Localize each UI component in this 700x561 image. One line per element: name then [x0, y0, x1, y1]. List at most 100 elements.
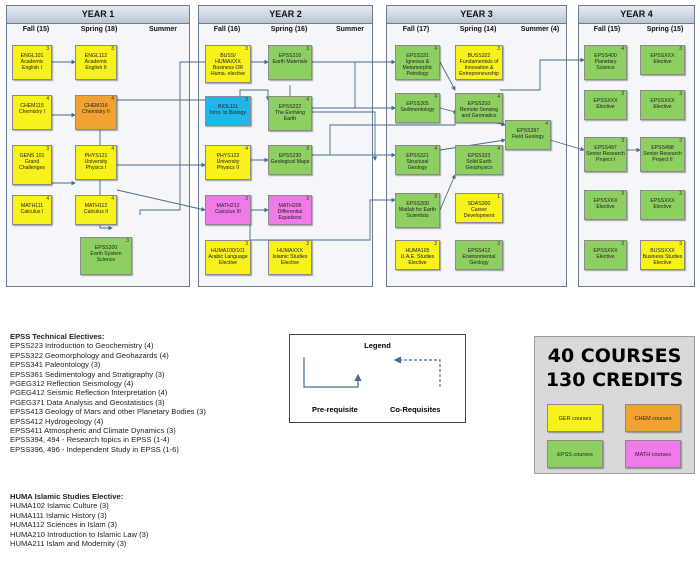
course-title: Igneous & Metamorphic Petrology [402, 58, 433, 77]
course-card-epss397[interactable]: 4 EPSS397 Field Geology [505, 120, 551, 150]
course-code: EPSS210 [278, 53, 302, 59]
course-card-epss210[interactable]: 3 EPSS210 Earth Materials [268, 45, 312, 80]
elective-item: EPSS413 Geology of Mars and other Planet… [10, 407, 206, 417]
course-title: Senior Research Project II [643, 150, 682, 163]
course-card-epss412[interactable]: 3 EPSS412 Environmental Geology [455, 240, 503, 270]
credit-count: 3 [621, 138, 624, 144]
course-title: Sedimentology [400, 106, 435, 113]
semester-label: Fall (15) [22, 26, 50, 33]
course-title: Differential Equations [277, 208, 303, 221]
course-card-elective[interactable]: 3 EPSSXXX Elective [584, 90, 627, 120]
course-title: Field Geology [511, 133, 544, 140]
link-math112-math212 [116, 189, 206, 212]
credit-count: 3 [46, 146, 49, 152]
course-card-epss200[interactable]: 3 EPSS200 Earth System Science [80, 237, 132, 275]
course-card-epss222[interactable]: 4 EPSS222 The Evolving Earth [268, 96, 312, 131]
course-card-phys122[interactable]: 4 PHYS122 University Physics II [205, 145, 251, 180]
course-card-epss230[interactable]: 3 EPSS230 Geological Maps [268, 145, 312, 175]
course-card-epss498[interactable]: 3 EPSS498 Senior Research Project II [640, 137, 685, 172]
elective-item: HUMA111 Islamic History (3) [10, 510, 107, 520]
course-card-math206[interactable]: 3 MATH206 Differential Equations [268, 195, 312, 225]
course-code: EPSS400 [594, 53, 617, 59]
credit-count: 4 [46, 196, 49, 202]
course-card-epss305[interactable]: 4 EPSS305 Sedimentology [395, 93, 440, 123]
link-epss310-epss400 [500, 57, 585, 91]
course-code: MATH112 [84, 203, 108, 209]
course-title: University Physics II [216, 158, 240, 171]
course-code: BUSSXXX [650, 248, 675, 254]
course-card-elective[interactable]: 3 EPSSXXX Elective [584, 240, 627, 270]
course-card-chem115[interactable]: 4 CHEM115 Chemistry I [12, 95, 52, 130]
link-epss331-epss310 [439, 61, 456, 91]
course-card-elective[interactable]: 3 EPSSXXX Elective [640, 45, 685, 75]
course-title: Elective [653, 58, 672, 65]
course-code: MATH111 [20, 203, 44, 209]
semester-label: Summer [148, 26, 177, 33]
course-card-buss322[interactable]: 3 BUSS322 Fundamentals of Innovation & E… [455, 45, 503, 80]
course-card-engl101[interactable]: 3 ENGL101 Academic English I [12, 45, 52, 80]
course-card-chem116[interactable]: 4 CHEM116 Chemistry II [75, 95, 117, 130]
elective-item: HUMA102 Islamic Culture (3) [10, 501, 109, 511]
credit-count: 3 [434, 194, 437, 200]
course-card-epss321[interactable]: 4 EPSS321 Structural Geology [395, 145, 440, 175]
link-epss397-epss497 [549, 139, 585, 152]
course-card-huma100[interactable]: 3 HUMA100/101 Arabic Language Elective [205, 240, 251, 275]
credit-count: 4 [111, 146, 114, 152]
credit-count: 3 [621, 91, 624, 97]
link-epss210-epss305 [354, 62, 396, 111]
course-card-elective[interactable]: 3 EPSSXXX Elective [640, 90, 685, 120]
credit-count: 1 [497, 194, 500, 200]
legend-prerequisite-label: Pre-requisite [312, 405, 358, 414]
course-card-epss300[interactable]: 3 EPSS300 Matlab for Earth Scientists [395, 193, 440, 228]
course-title: Senior Research Project I [586, 150, 625, 163]
year-1-header: YEAR 1 [7, 6, 189, 24]
semester-label: Fall (15) [593, 26, 621, 33]
key-ger-courses: GER courses [547, 404, 603, 432]
course-card-math212[interactable]: 3 MATH212 Calculus III [205, 195, 251, 225]
course-card-sdas300[interactable]: 1 SDAS300 Career Development [455, 193, 503, 223]
course-card-bussxxx[interactable]: 3 BUSSXXX Business Studies Elective [640, 240, 685, 270]
credit-count: 4 [111, 96, 114, 102]
course-code: EPSSXXX [593, 98, 618, 104]
credit-count: 3 [245, 97, 248, 103]
course-card-phys121[interactable]: 4 PHYS121 University Physics I [75, 145, 117, 180]
course-card-math112[interactable]: 4 MATH112 Calculus II [75, 195, 117, 225]
course-card-gens101[interactable]: 3 GENS 101 Grand Challenges [12, 145, 52, 185]
course-card-engl112[interactable]: 3 ENGL112 Academic English II [75, 45, 117, 80]
link-math212-epss300 [249, 197, 396, 241]
course-code: EPSS230 [278, 153, 302, 159]
course-card-buss-huma[interactable]: 3 BUSS/ HUMAXXX Business OR Huma. electi… [205, 45, 251, 83]
total-credits: 130 CREDITS [545, 369, 684, 391]
course-code: ENGL101 [20, 53, 44, 59]
year-2-header: YEAR 2 [199, 6, 372, 24]
course-card-elective[interactable]: 3 EPSSXXX Elective [584, 190, 627, 220]
credit-count: 3 [111, 46, 114, 52]
semester-label: Summer [335, 26, 364, 33]
course-card-epss400[interactable]: 4 EPSS400 Planetary Science [584, 45, 627, 80]
course-card-biol111[interactable]: 3 BIOL111 Intro. to Biology [205, 96, 251, 126]
course-card-epss497[interactable]: 3 EPSS497 Senior Research Project I [584, 137, 627, 172]
course-code: EPSS305 [406, 101, 429, 107]
course-title: Elective [596, 253, 615, 260]
credit-count: 3 [497, 46, 500, 52]
course-card-epss310[interactable]: 4 EPSS310 Remote Sensing and Geomatics [455, 93, 503, 123]
credit-count: 4 [434, 94, 437, 100]
credit-count: 4 [545, 121, 548, 127]
course-card-math111[interactable]: 4 MATH111 Calculus I [12, 195, 52, 225]
course-card-humaxxx[interactable]: 3 HUMAXXX Islamic Studies Elective [268, 240, 312, 275]
credit-count: 3 [306, 46, 309, 52]
course-code: EPSS222 [278, 104, 302, 110]
elective-item: EPSS322 Geomorphology and Geohazards (4) [10, 350, 169, 360]
course-card-huma105[interactable]: 3 HUMA105 U.A.E. Studies Elective [395, 240, 440, 270]
course-card-epss331[interactable]: 4 EPSS331 Igneous & Metamorphic Petrolog… [395, 45, 440, 80]
elective-item: EPSS223 Introduction to Geochemistry (4) [10, 341, 154, 351]
course-code: EPSS323 [467, 153, 491, 159]
course-title: Calculus I [20, 208, 44, 215]
course-title: Business OR Huma. elective [210, 64, 246, 77]
course-card-epss323[interactable]: 4 EPSS323 Solid Earth Geophysics [455, 145, 503, 175]
course-title: Earth System Science [90, 250, 122, 263]
credit-count: 3 [679, 241, 682, 247]
course-title: Grand Challenges [19, 158, 45, 171]
course-card-elective[interactable]: 3 EPSSXXX Elective [640, 190, 685, 220]
elective-item: HUMA210 Introduction to Islamic Law (3) [10, 529, 149, 539]
